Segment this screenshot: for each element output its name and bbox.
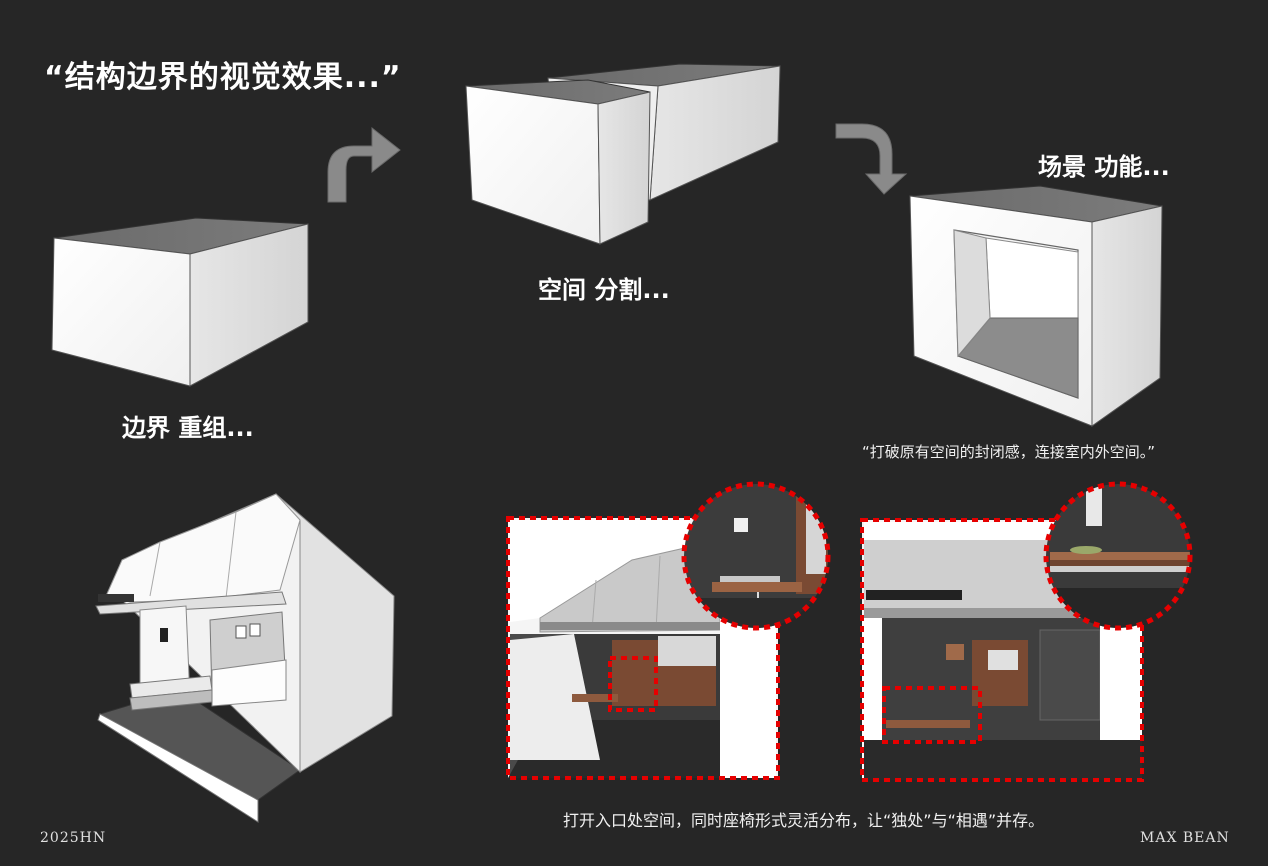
footer-right: MAX BEAN [1140, 830, 1230, 846]
bottom-caption: 打开入口处空间，同时座椅形式灵活分布，让“独处”与“相遇”并存。 [563, 811, 1045, 830]
box-open [909, 185, 1163, 427]
highlight-seat [608, 656, 658, 712]
footer-left: 2025HN [40, 830, 107, 846]
shop-signage-front [866, 590, 962, 600]
curved-arrow-down-icon [835, 123, 908, 195]
highlight-frame [506, 516, 780, 780]
headline: “结构边界的视觉效果...” [44, 60, 402, 95]
zoom-circle-seat [681, 481, 831, 631]
render-entrance-view [506, 516, 780, 780]
quote-text: “打破原有空间的封闭感，连接室内外空间。” [862, 443, 1156, 461]
label-boundary-reorganize: 边界 重组... [122, 414, 254, 442]
render-kiosk-isometric [95, 493, 395, 823]
label-space-split: 空间 分割... [538, 276, 670, 304]
box-closed [51, 217, 309, 387]
highlight-bench [882, 686, 982, 744]
label-scene-function: 场景 功能... [1038, 153, 1170, 181]
zoom-circle-bench [1043, 481, 1193, 631]
curved-arrow-up-right-icon [327, 126, 401, 203]
box-split-front [465, 79, 651, 245]
shop-signage [98, 594, 134, 602]
highlight-frame-front [860, 518, 1144, 782]
